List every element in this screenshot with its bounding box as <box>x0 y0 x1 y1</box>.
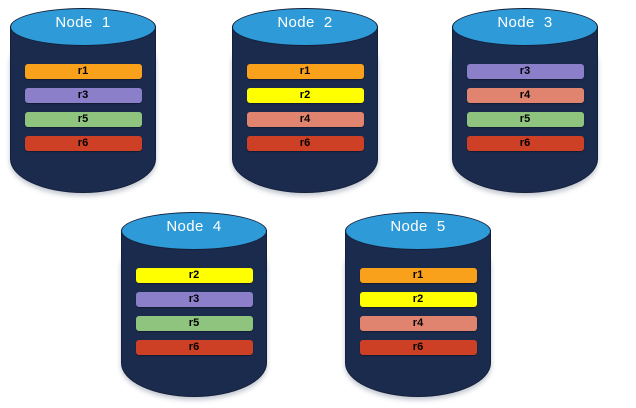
replica-list: r1 r2 r4 r6 <box>345 268 491 355</box>
node-label: Node 5 <box>390 218 446 235</box>
replica-bar[interactable]: r6 <box>135 340 253 355</box>
replica-bar[interactable]: r2 <box>246 88 364 103</box>
replica-bar[interactable]: r2 <box>359 292 477 307</box>
replica-list: r3 r4 r5 r6 <box>452 64 598 151</box>
replica-bar[interactable]: r5 <box>466 112 584 127</box>
replica-bar[interactable]: r5 <box>24 112 142 127</box>
replica-bar[interactable]: r6 <box>246 136 364 151</box>
replica-list: r1 r2 r4 r6 <box>232 64 378 151</box>
node-label: Node 1 <box>55 14 111 31</box>
database-node-1[interactable]: Node 1 r1 r3 r5 r6 <box>10 8 156 193</box>
replica-bar[interactable]: r3 <box>466 64 584 79</box>
replica-bar[interactable]: r6 <box>359 340 477 355</box>
replica-bar[interactable]: r4 <box>466 88 584 103</box>
replica-bar[interactable]: r1 <box>246 64 364 79</box>
node-label: Node 2 <box>277 14 333 31</box>
replica-list: r1 r3 r5 r6 <box>10 64 156 151</box>
cylinder-top-disc <box>121 212 267 250</box>
replica-bar[interactable]: r1 <box>359 268 477 283</box>
node-label: Node 4 <box>166 218 222 235</box>
replica-bar[interactable]: r6 <box>24 136 142 151</box>
replica-bar[interactable]: r3 <box>24 88 142 103</box>
replica-bar[interactable]: r6 <box>466 136 584 151</box>
replica-bar[interactable]: r4 <box>359 316 477 331</box>
replica-list: r2 r3 r5 r6 <box>121 268 267 355</box>
replica-bar[interactable]: r5 <box>135 316 253 331</box>
node-label: Node 3 <box>497 14 553 31</box>
cylinder-top-disc <box>232 8 378 46</box>
replica-bar[interactable]: r4 <box>246 112 364 127</box>
database-node-4[interactable]: Node 4 r2 r3 r5 r6 <box>121 212 267 397</box>
database-node-2[interactable]: Node 2 r1 r2 r4 r6 <box>232 8 378 193</box>
replica-bar[interactable]: r1 <box>24 64 142 79</box>
cylinder-top-disc <box>10 8 156 46</box>
cylinder-top-disc <box>452 8 598 46</box>
replica-bar[interactable]: r3 <box>135 292 253 307</box>
database-node-3[interactable]: Node 3 r3 r4 r5 r6 <box>452 8 598 193</box>
replica-bar[interactable]: r2 <box>135 268 253 283</box>
cylinder-top-disc <box>345 212 491 250</box>
database-node-5[interactable]: Node 5 r1 r2 r4 r6 <box>345 212 491 397</box>
